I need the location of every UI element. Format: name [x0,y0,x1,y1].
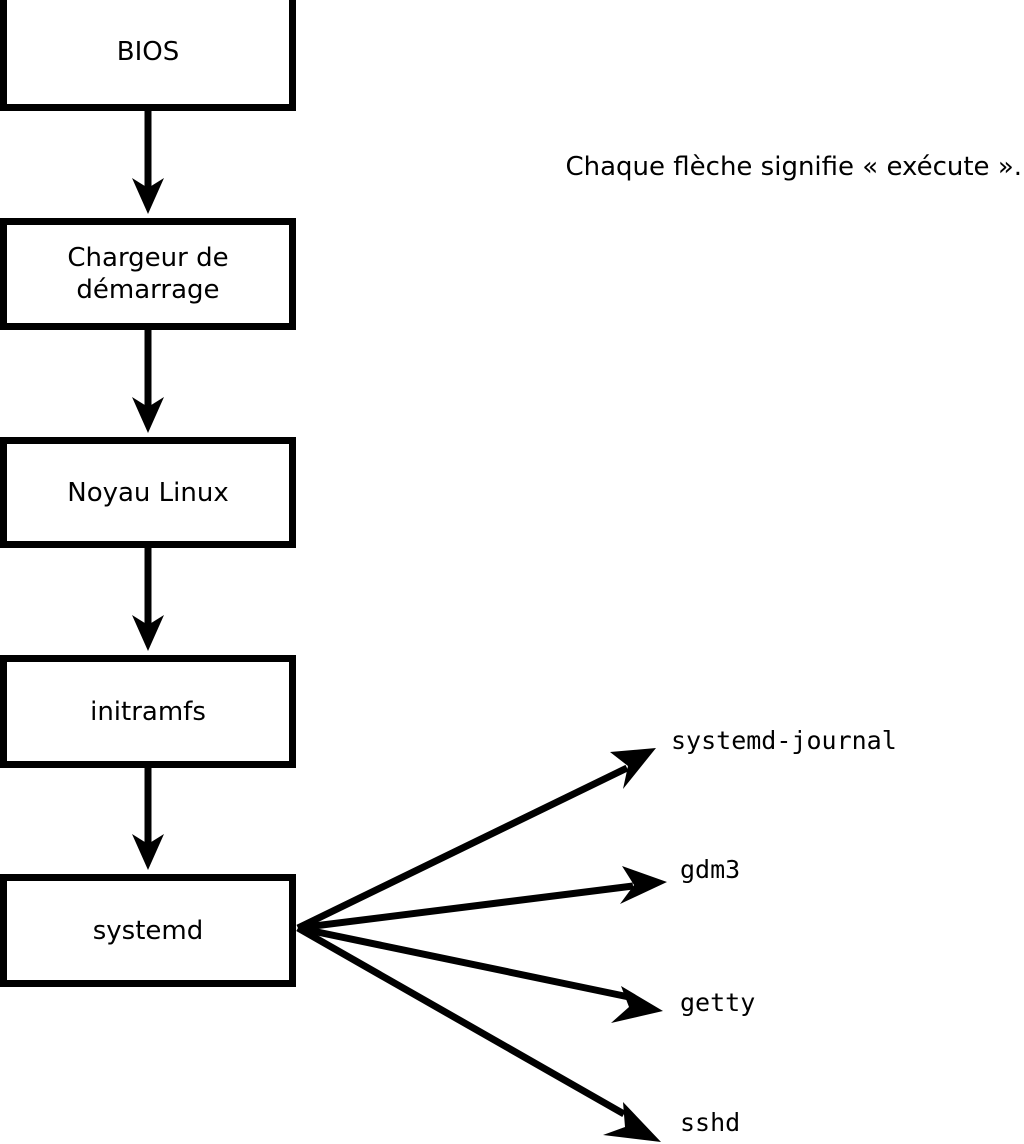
service-label-systemd-journal: systemd-journal [671,726,897,755]
arrow-bootloader-to-kernel [132,330,164,433]
arrow-systemd-to-systemd-journal [296,748,656,932]
arrow-systemd-to-gdm3 [297,866,667,932]
service-label-sshd: sshd [680,1108,741,1137]
node-kernel: Noyau Linux [0,437,296,548]
node-bootloader-label-line2: démarrage [76,275,220,305]
node-systemd: systemd [0,874,296,987]
arrow-systemd-to-getty [297,924,663,1023]
arrow-bios-to-bootloader [132,111,164,214]
arrow-systemd-to-sshd [296,924,661,1142]
diagram-caption: Chaque flèche signifie « exécute ». [565,152,1022,182]
arrow-initramfs-to-systemd [132,768,164,870]
node-initramfs: initramfs [0,655,296,768]
node-bootloader-label: Chargeur de démarrage [67,242,228,306]
node-bios-label: BIOS [116,36,180,67]
node-bootloader: Chargeur de démarrage [0,218,296,330]
node-bios: BIOS [0,0,296,111]
arrow-kernel-to-initramfs [132,548,164,651]
service-label-gdm3: gdm3 [680,855,741,884]
node-initramfs-label: initramfs [90,696,206,727]
node-bootloader-label-line1: Chargeur de [67,243,229,273]
service-label-getty: getty [680,988,756,1017]
node-systemd-label: systemd [92,915,204,946]
node-kernel-label: Noyau Linux [67,477,229,508]
